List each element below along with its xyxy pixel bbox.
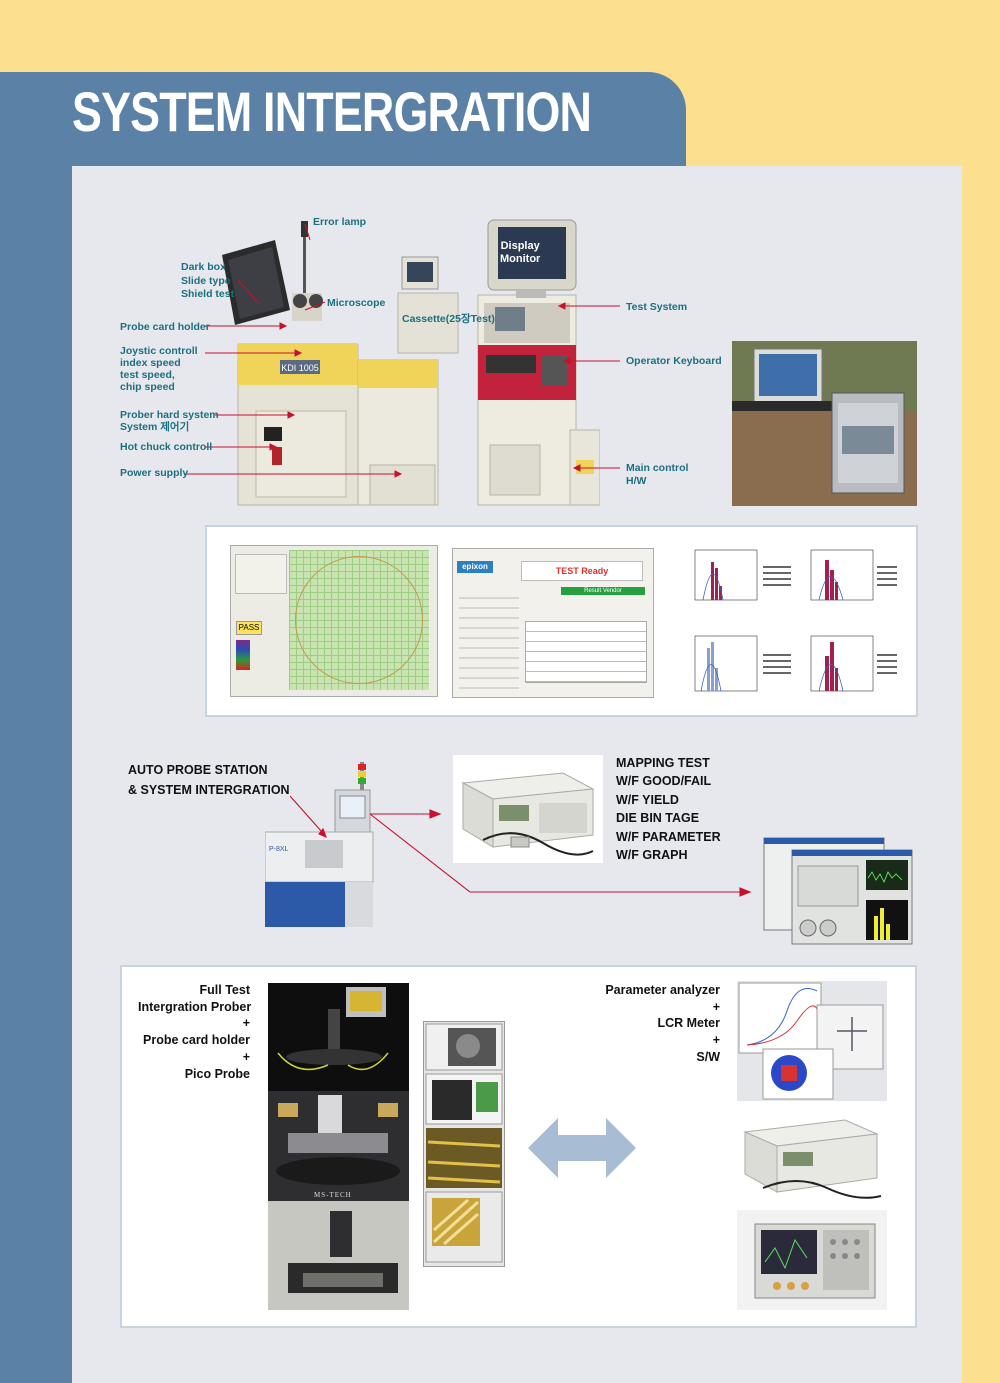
auto-probe-station-photo: P-8XL — [265, 760, 375, 930]
wafer-map-screen: PASS — [230, 545, 438, 697]
label-microscope: Microscope — [327, 297, 386, 309]
label-power-supply: Power supply — [120, 467, 189, 479]
double-arrow — [528, 1118, 636, 1178]
probe-station-photos: MS-TECH — [268, 983, 409, 1310]
label-test-system: Test System — [626, 301, 688, 313]
machine-plate: KDI 1005 — [281, 363, 319, 373]
analyzer-photo — [453, 755, 603, 863]
label-prober-hard-system: Prober hard system System 제어기 — [120, 409, 219, 433]
feature-mapping-test: MAPPING TEST — [616, 756, 710, 770]
station-brand: MS-TECH — [314, 1191, 352, 1199]
test-cart-photo — [732, 341, 917, 506]
title-tab — [0, 72, 686, 168]
feature-parameter: W/F PARAMETER — [616, 830, 721, 844]
lcr-meter-photo — [737, 1104, 887, 1206]
wafer-pass-badge: PASS — [236, 621, 262, 635]
epixon-logo: epixon — [457, 561, 493, 573]
page-title: SYSTEM INTERGRATION — [72, 80, 592, 143]
feature-yield: W/F YIELD — [616, 793, 679, 807]
label-cassette: Cassette(25장Test) — [402, 313, 495, 325]
auto-probe-arrows — [290, 795, 752, 897]
feature-graph: W/F GRAPH — [616, 848, 688, 862]
label-main-control: Main control H/W — [626, 462, 689, 487]
feature-die-bin: DIE BIN TAGE — [616, 811, 700, 825]
inspection-software-strip — [423, 1021, 505, 1267]
display-monitor-label: Display Monitor — [500, 240, 541, 265]
prober-system-photo: KDI 1005 — [220, 215, 600, 510]
parameter-analyzer-screens — [737, 981, 887, 1101]
label-probe-card-holder: Probe card holder — [120, 321, 210, 333]
callout-lines — [185, 223, 620, 478]
result-header: Result Vendor — [561, 587, 645, 595]
label-operator-keyboard: Operator Keyboard — [626, 355, 722, 367]
auto-probe-title: AUTO PROBE STATION & SYSTEM INTERGRATION — [128, 763, 290, 797]
label-error-lamp: Error lamp — [313, 216, 367, 228]
software-window-stack — [762, 836, 914, 946]
epixon-test-screen: epixon TEST Ready Result Vendor — [452, 548, 654, 698]
full-test-left-text: Full Test Intergration Prober + Probe ca… — [138, 983, 252, 1081]
test-status-display: TEST Ready — [521, 561, 643, 581]
feature-good-fail: W/F GOOD/FAIL — [616, 774, 712, 788]
left-blue-band — [0, 72, 72, 1383]
label-hot-chuck: Hot chuck controll — [120, 441, 213, 453]
label-joystick: Joystic controll index speed test speed,… — [120, 345, 198, 393]
network-analyzer-photo — [737, 1210, 887, 1310]
wafer-grid — [289, 550, 429, 690]
histogram-thumbnails — [694, 549, 897, 692]
machine-badge: P-8XL — [269, 846, 289, 853]
label-dark-box: Dark box Slide type Shield test — [181, 261, 235, 300]
full-test-right-text: Parameter analyzer + LCR Meter + S/W — [605, 983, 720, 1064]
